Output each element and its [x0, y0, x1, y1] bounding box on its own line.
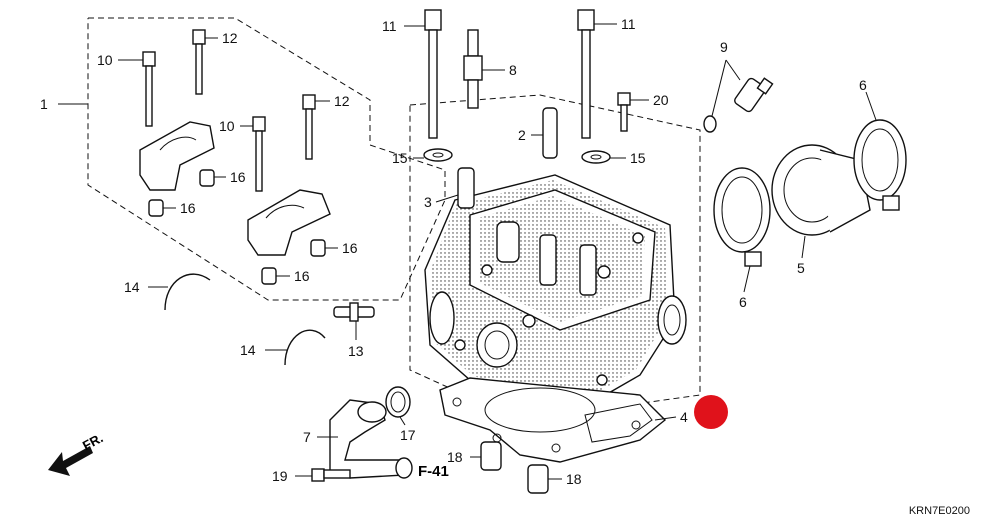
callout-13: 13: [348, 343, 364, 359]
cam-holder-group-outline: [87, 17, 446, 301]
leader-lines: [118, 23, 877, 480]
callout-14a: 14: [124, 279, 140, 295]
callout-11a: 11: [382, 18, 397, 34]
callout-2: 2: [518, 127, 526, 143]
callout-15b: 15: [630, 150, 646, 166]
callout-6a: 6: [859, 77, 867, 93]
drawing-code: KRN7E0200: [908, 505, 970, 517]
callout-1: 1: [40, 96, 48, 112]
callout-6b: 6: [739, 294, 747, 310]
forward-arrow-icon: [48, 446, 93, 476]
hose-clamp-left: [713, 167, 771, 267]
temperature-sensor: [703, 77, 774, 133]
cylinder-head: [424, 174, 687, 401]
o-ring: [385, 386, 411, 418]
callout-3: 3: [424, 194, 432, 210]
valve-guides: [457, 107, 558, 209]
callout-14b: 14: [240, 342, 256, 358]
callout-7: 7: [303, 429, 311, 445]
callout-20: 20: [653, 92, 669, 108]
callout-16a: 16: [230, 169, 246, 185]
callout-9: 9: [720, 39, 728, 55]
cam-holder-lower: [247, 189, 331, 256]
callout-18a: 18: [447, 449, 463, 465]
stud-13: [333, 302, 375, 322]
snap-ring-lower: [284, 329, 326, 366]
hose-clamp-right: [853, 119, 907, 211]
head-studs: [424, 9, 595, 139]
callout-12b: 12: [334, 93, 350, 109]
bolt-19: [311, 468, 351, 482]
callout-16d: 16: [294, 268, 310, 284]
snap-ring-upper: [164, 273, 211, 311]
cam-holder-bolts: [142, 29, 316, 192]
reference-label: F-41: [418, 463, 449, 480]
spark-plug: [463, 29, 483, 109]
callout-16c: 16: [342, 240, 358, 256]
cam-holder-upper: [139, 121, 215, 191]
callout-18b: 18: [566, 471, 582, 487]
cylinder-head-group-outline: [409, 94, 701, 421]
washers: [423, 148, 611, 164]
callout-8: 8: [509, 62, 517, 78]
callout-12a: 12: [222, 30, 238, 46]
callout-10a: 10: [97, 52, 113, 68]
callout-5: 5: [797, 260, 805, 276]
callout-labels: 1 2 3 4 5 6 6 7 8 9 10 10 11 11 12 12 13…: [40, 16, 867, 487]
callout-11b: 11: [621, 16, 636, 32]
callout-17: 17: [400, 427, 416, 443]
callout-10b: 10: [219, 118, 235, 134]
head-gasket: [439, 377, 667, 463]
red-marker: [694, 395, 728, 429]
dowel-18: [480, 441, 549, 494]
bolt-20: [617, 92, 631, 132]
callout-16b: 16: [180, 200, 196, 216]
callout-4: 4: [680, 409, 688, 425]
callout-19: 19: [272, 468, 288, 484]
callout-15a: 15: [392, 150, 408, 166]
